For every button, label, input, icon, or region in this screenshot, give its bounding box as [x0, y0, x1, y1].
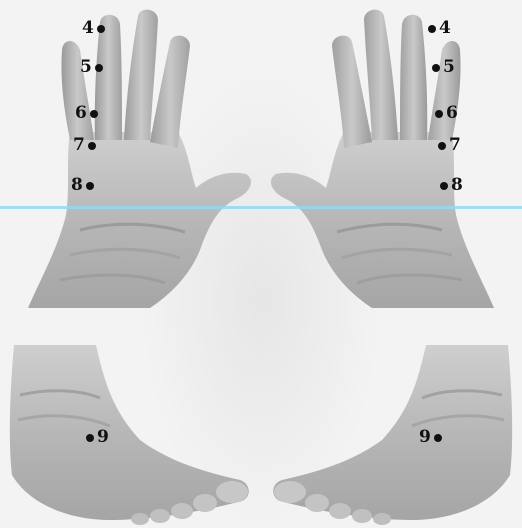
point-number: 4: [439, 20, 451, 37]
point-marker: [90, 110, 98, 118]
scan-line: [0, 206, 522, 209]
right-hand-point-8: 8: [440, 177, 463, 194]
point-marker: [440, 182, 448, 190]
point-marker: [432, 64, 440, 72]
left-hand-point-5: 5: [80, 59, 103, 76]
left-hand-point-8: 8: [71, 177, 94, 194]
point-marker: [434, 434, 442, 442]
point-marker: [428, 25, 436, 33]
point-number: 8: [71, 177, 83, 194]
point-number: 4: [82, 20, 94, 37]
point-number: 9: [97, 429, 109, 446]
right-hand-point-6: 6: [435, 105, 458, 122]
right-hand-point-5: 5: [432, 59, 455, 76]
point-marker: [86, 434, 94, 442]
point-marker: [86, 182, 94, 190]
point-number: 6: [75, 105, 87, 122]
left-foot-point-9: 9: [86, 429, 109, 446]
point-number: 7: [449, 137, 461, 154]
point-number: 5: [80, 59, 92, 76]
left-hand-point-6: 6: [75, 105, 98, 122]
point-marker: [88, 142, 96, 150]
point-number: 8: [451, 177, 463, 194]
point-marker: [97, 25, 105, 33]
point-number: 9: [419, 429, 431, 446]
point-marker: [95, 64, 103, 72]
left-hand-point-7: 7: [73, 137, 96, 154]
right-hand-point-4: 4: [428, 20, 451, 37]
point-number: 5: [443, 59, 455, 76]
right-foot-point-9: 9: [419, 429, 442, 446]
point-marker: [438, 142, 446, 150]
right-hand-point-7: 7: [438, 137, 461, 154]
point-number: 6: [446, 105, 458, 122]
point-marker: [435, 110, 443, 118]
point-number: 7: [73, 137, 85, 154]
left-hand-point-4: 4: [82, 20, 105, 37]
